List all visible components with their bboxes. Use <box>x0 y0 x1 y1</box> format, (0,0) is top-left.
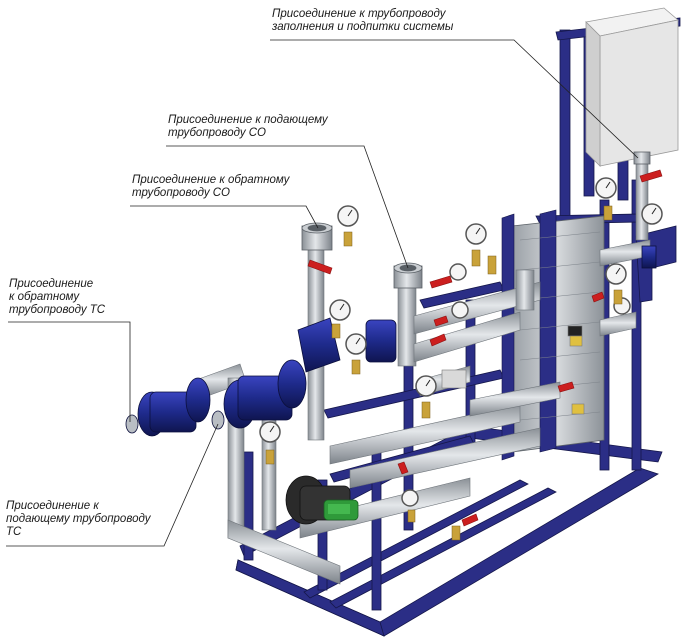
actuators <box>441 325 585 415</box>
label-return-ts-2: к обратному <box>9 291 80 303</box>
brass-fittings <box>265 205 623 541</box>
label-fill-line-1: Присоединение к трубопроводу <box>272 8 446 20</box>
label-return-co-1: Присоединение к обратному <box>132 174 290 186</box>
leader-return-ts <box>8 321 131 422</box>
label-return-co: Присоединение к обратному трубопроводу С… <box>132 174 289 200</box>
label-return-co-2: трубопроводу СО <box>132 187 230 199</box>
piping <box>195 159 651 585</box>
label-supply-ts-3: ТС <box>6 526 22 538</box>
ball-valve-handles <box>307 169 663 527</box>
label-fill-line: Присоединение к трубопроводу заполнения … <box>272 8 453 34</box>
flanges-and-filters <box>125 245 657 437</box>
label-return-ts: Присоединение к обратному трубопроводу Т… <box>9 278 105 317</box>
circulation-pump <box>285 475 359 525</box>
gauge-mid <box>449 263 467 281</box>
leader-lines <box>6 39 639 547</box>
leader-return-co <box>130 205 319 229</box>
label-supply-ts-1: Присоединение к <box>6 500 99 512</box>
pipe-ends <box>301 151 651 289</box>
control-cabinet <box>585 7 679 167</box>
leader-supply-ts <box>6 423 219 547</box>
leader-supply-co <box>166 145 409 269</box>
label-supply-co: Присоединение к подающему трубопроводу С… <box>168 114 328 140</box>
label-supply-ts-2: подающему трубопроводу <box>6 513 151 525</box>
gauge-bottom <box>401 489 419 507</box>
label-return-ts-1: Присоединение <box>9 278 94 290</box>
label-supply-co-2: трубопроводу СО <box>168 127 266 139</box>
gauge-needles <box>269 181 657 433</box>
label-return-ts-3: трубопроводу ТС <box>9 304 106 316</box>
label-fill-line-2: заполнения и подпитки системы <box>272 21 454 33</box>
gauge-mid2 <box>451 301 469 319</box>
label-supply-ts: Присоединение к подающему трубопроводу Т… <box>6 500 150 539</box>
label-supply-co-1: Присоединение к подающему <box>168 114 328 126</box>
leader-fill-line <box>270 39 639 159</box>
